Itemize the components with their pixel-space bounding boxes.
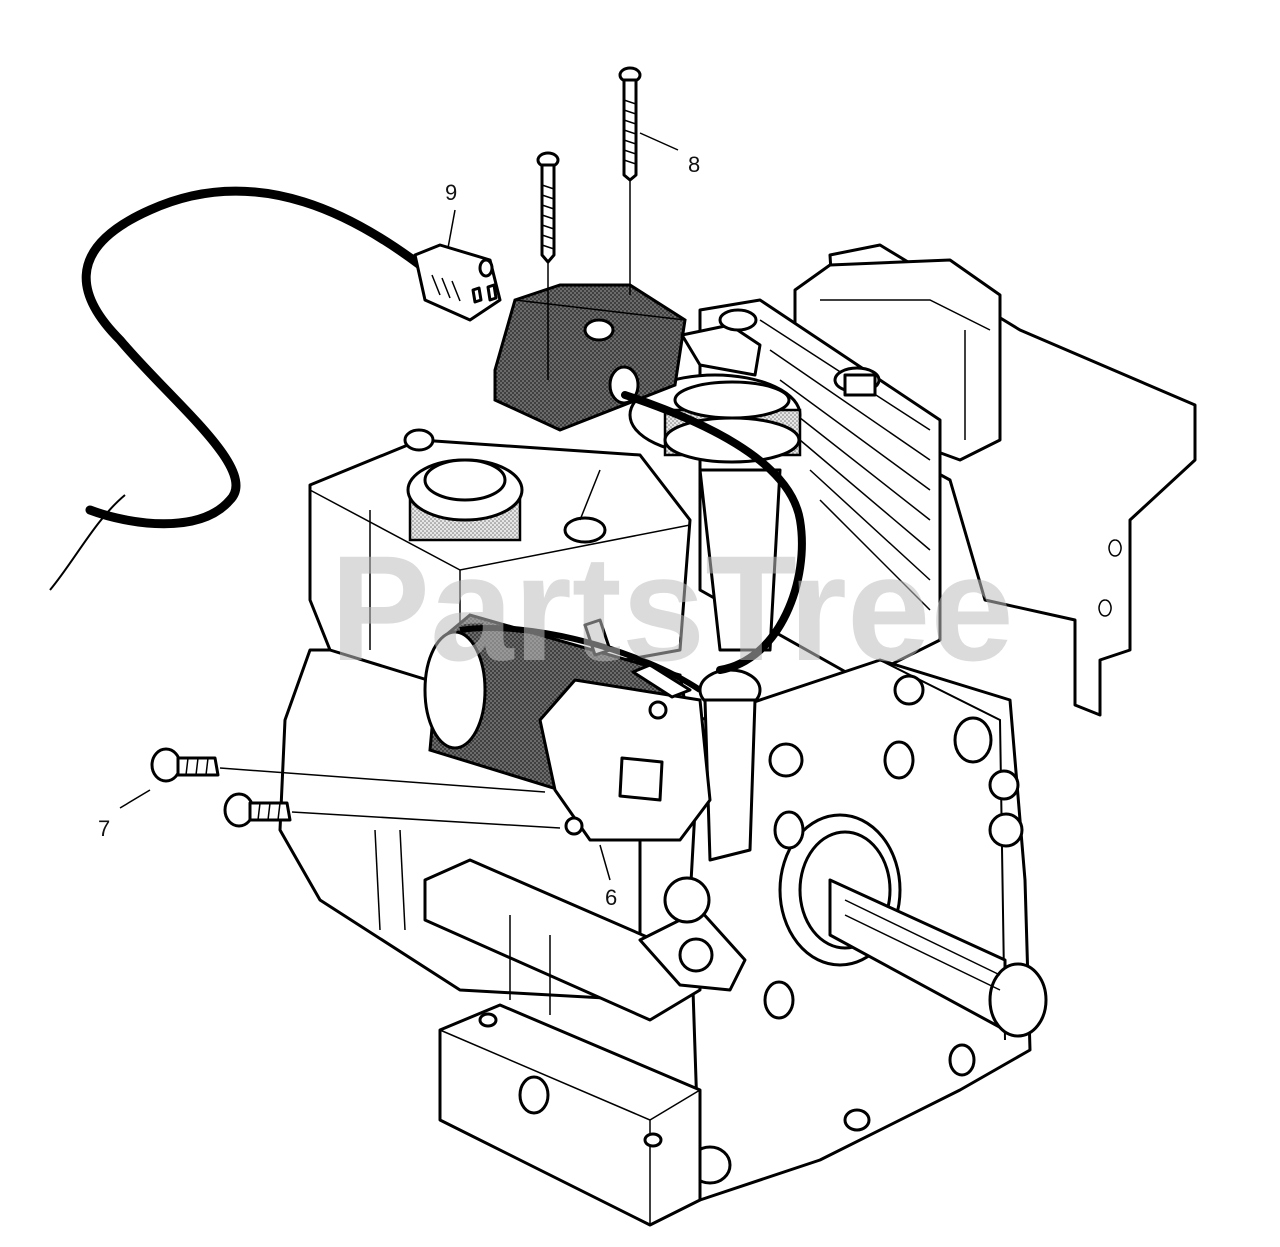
leader-7	[119, 789, 151, 809]
starter-bolt-lower	[223, 792, 561, 829]
callout-8: 8	[688, 152, 700, 177]
air-cleaner	[628, 373, 802, 862]
leader-9	[447, 209, 456, 249]
callout-6: 6	[605, 885, 617, 910]
screw-short	[536, 151, 560, 380]
starter-switch-box	[493, 283, 762, 432]
bracket-bar	[423, 858, 747, 1022]
plug-receptacle	[413, 243, 502, 322]
mounting-base	[438, 1003, 702, 1227]
electric-starter-motor	[423, 613, 712, 842]
crankcase	[688, 658, 1048, 1202]
screw-long	[618, 66, 642, 295]
starter-bolt-upper	[150, 747, 546, 793]
callout-7: 7	[98, 816, 110, 841]
leader-6	[599, 844, 611, 881]
callout-9: 9	[445, 180, 457, 205]
watermark: PartsTree	[330, 524, 1014, 692]
power-cord	[49, 186, 806, 693]
leader-8	[639, 132, 679, 151]
